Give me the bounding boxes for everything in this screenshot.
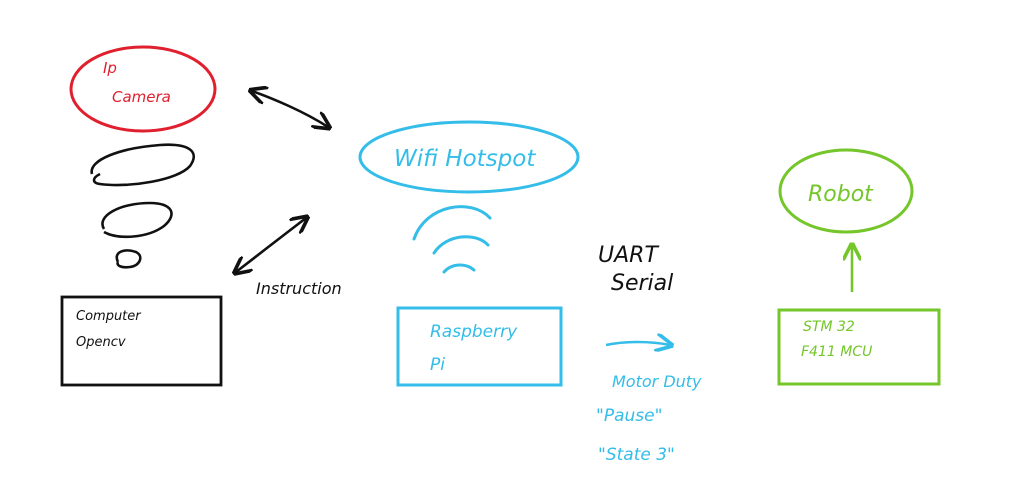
- computer-label-line2: Opencv: [76, 335, 126, 350]
- stm32-label-line1: STM 32: [803, 319, 855, 335]
- message-pause: "Pause": [596, 406, 662, 426]
- wifi-arc-middle: [432, 235, 490, 255]
- link-loop-large: [90, 143, 196, 187]
- ip-camera-label-line1: Ip: [103, 59, 117, 77]
- wifi-arc-outer: [412, 205, 492, 241]
- computer-label-line1: Computer: [76, 309, 142, 324]
- link-loop-small: [115, 249, 142, 269]
- ip-camera-node: Ip Camera: [69, 45, 217, 133]
- link-loop-medium: [101, 201, 173, 239]
- camera-wifi-arrow: [252, 91, 328, 127]
- wifi-hotspot-ellipse: [358, 120, 580, 194]
- wifi-signal-icon: [412, 205, 492, 274]
- computer-node: Computer Opencv: [60, 295, 223, 387]
- uart-label-line1: UART: [598, 243, 659, 268]
- wifi-hotspot-node: Wifi Hotspot: [358, 120, 580, 194]
- message-state3: "State 3": [598, 445, 675, 465]
- ip-camera-label-line2: Camera: [112, 88, 171, 106]
- stm32-node: STM 32 F411 MCU: [777, 308, 941, 386]
- computer-box: [60, 295, 223, 387]
- wifi-arc-inner: [442, 263, 476, 274]
- raspberry-pi-node: Raspberry Pi: [396, 306, 563, 387]
- stm32-box: [777, 308, 941, 386]
- raspberry-pi-label-line1: Raspberry: [430, 322, 518, 342]
- camera-computer-link: [90, 143, 196, 269]
- uart-label-line2: Serial: [611, 271, 673, 296]
- robot-ellipse: [778, 148, 914, 234]
- robot-node: Robot: [778, 148, 914, 234]
- wifi-hotspot-label: Wifi Hotspot: [394, 146, 536, 172]
- message-examples: Motor Duty "Pause" "State 3": [596, 372, 702, 465]
- pi-stm-arrow: [605, 342, 670, 345]
- computer-wifi-arrow: [236, 218, 306, 272]
- ip-camera-ellipse: [69, 45, 217, 133]
- robot-label: Robot: [808, 182, 874, 207]
- raspberry-pi-label-line2: Pi: [430, 355, 445, 375]
- stm32-label-line2: F411 MCU: [801, 344, 872, 360]
- message-motor-duty: Motor Duty: [612, 372, 702, 391]
- raspberry-pi-box: [396, 306, 563, 387]
- instruction-label: Instruction: [256, 279, 342, 298]
